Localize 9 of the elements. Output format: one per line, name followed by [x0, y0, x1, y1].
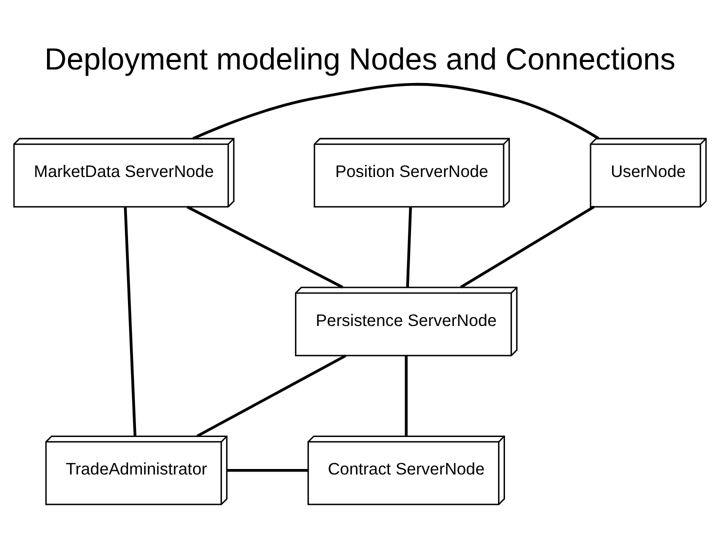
- connector: [460, 205, 595, 288]
- connector: [192, 82, 600, 140]
- connector: [404, 355, 408, 436]
- connector: [406, 206, 412, 287]
- connector: [124, 206, 136, 436]
- connector: [186, 205, 344, 288]
- diagram-title: Deployment modeling Nodes and Connections: [44, 42, 676, 76]
- connector: [227, 468, 308, 472]
- connector: [196, 354, 346, 437]
